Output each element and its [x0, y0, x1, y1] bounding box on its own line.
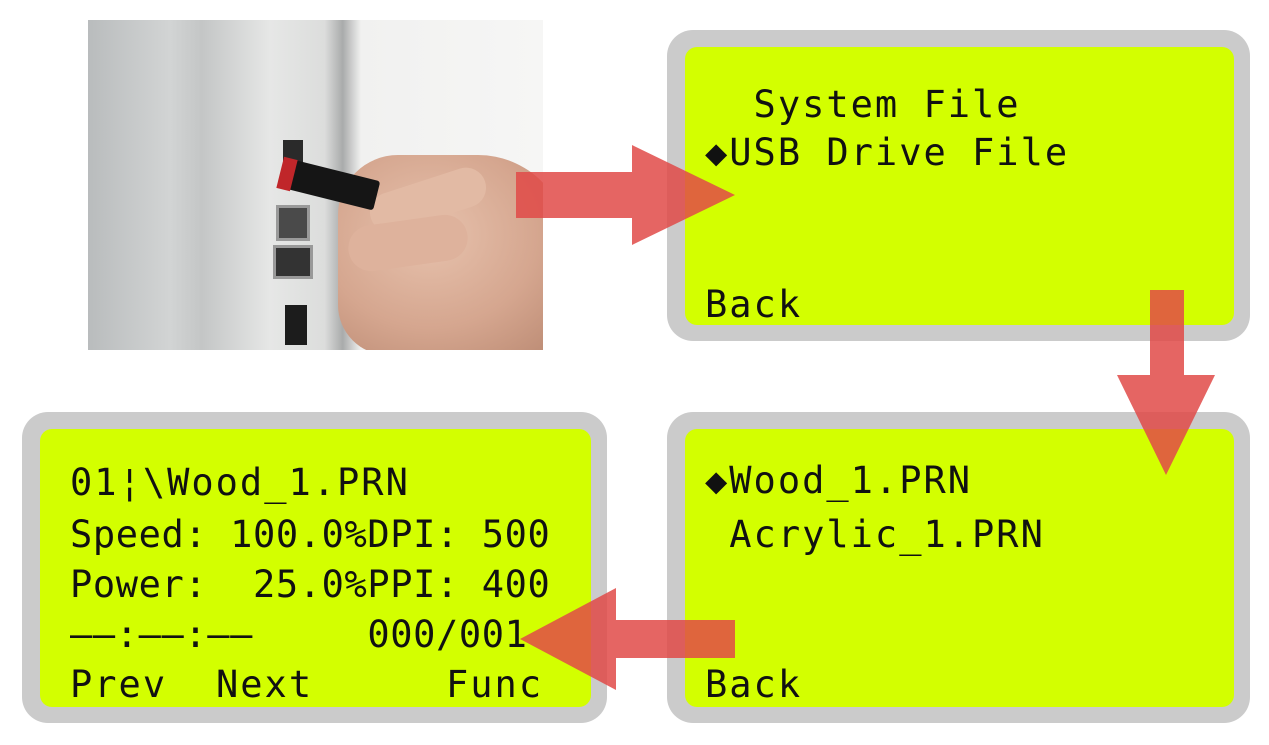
menu-item-usb-drive-file[interactable]: ◆USB Drive File	[705, 131, 1070, 174]
lcd-file-list-screen: ◆Wood_1.PRN Acrylic_1.PRN Back	[667, 412, 1250, 723]
lcd-menu-screen: System File ◆USB Drive File Back	[667, 30, 1250, 341]
prev-button[interactable]: Prev	[70, 663, 168, 706]
power-port	[285, 305, 307, 345]
arrow-down-icon	[1117, 290, 1215, 475]
menu-item-system-file[interactable]: System File	[705, 83, 1021, 126]
job-time-counter: ——:——:—— 000/001	[70, 613, 528, 656]
arrow-right-icon	[516, 145, 735, 245]
back-button[interactable]: Back	[705, 663, 803, 706]
lcd-display: ◆Wood_1.PRN Acrylic_1.PRN Back	[685, 429, 1234, 707]
file-item-wood[interactable]: ◆Wood_1.PRN	[705, 459, 973, 502]
arrow-left-icon	[520, 588, 735, 690]
lcd-job-screen: 01¦\Wood_1.PRN Speed: 100.0%DPI: 500 Pow…	[22, 412, 607, 723]
back-button[interactable]: Back	[705, 283, 803, 326]
job-file-name: 01¦\Wood_1.PRN	[70, 461, 410, 504]
next-button[interactable]: Next	[216, 663, 314, 706]
usb-b-port	[276, 205, 310, 241]
lcd-display: System File ◆USB Drive File Back	[685, 47, 1234, 325]
ethernet-port	[273, 245, 313, 279]
job-speed-dpi: Speed: 100.0%DPI: 500	[70, 513, 551, 556]
file-item-acrylic[interactable]: Acrylic_1.PRN	[705, 513, 1045, 556]
func-button[interactable]: Func	[446, 663, 544, 706]
usb-insertion-photo	[88, 20, 543, 350]
job-power-ppi: Power: 25.0%PPI: 400	[70, 563, 551, 606]
lcd-display: 01¦\Wood_1.PRN Speed: 100.0%DPI: 500 Pow…	[40, 429, 591, 707]
